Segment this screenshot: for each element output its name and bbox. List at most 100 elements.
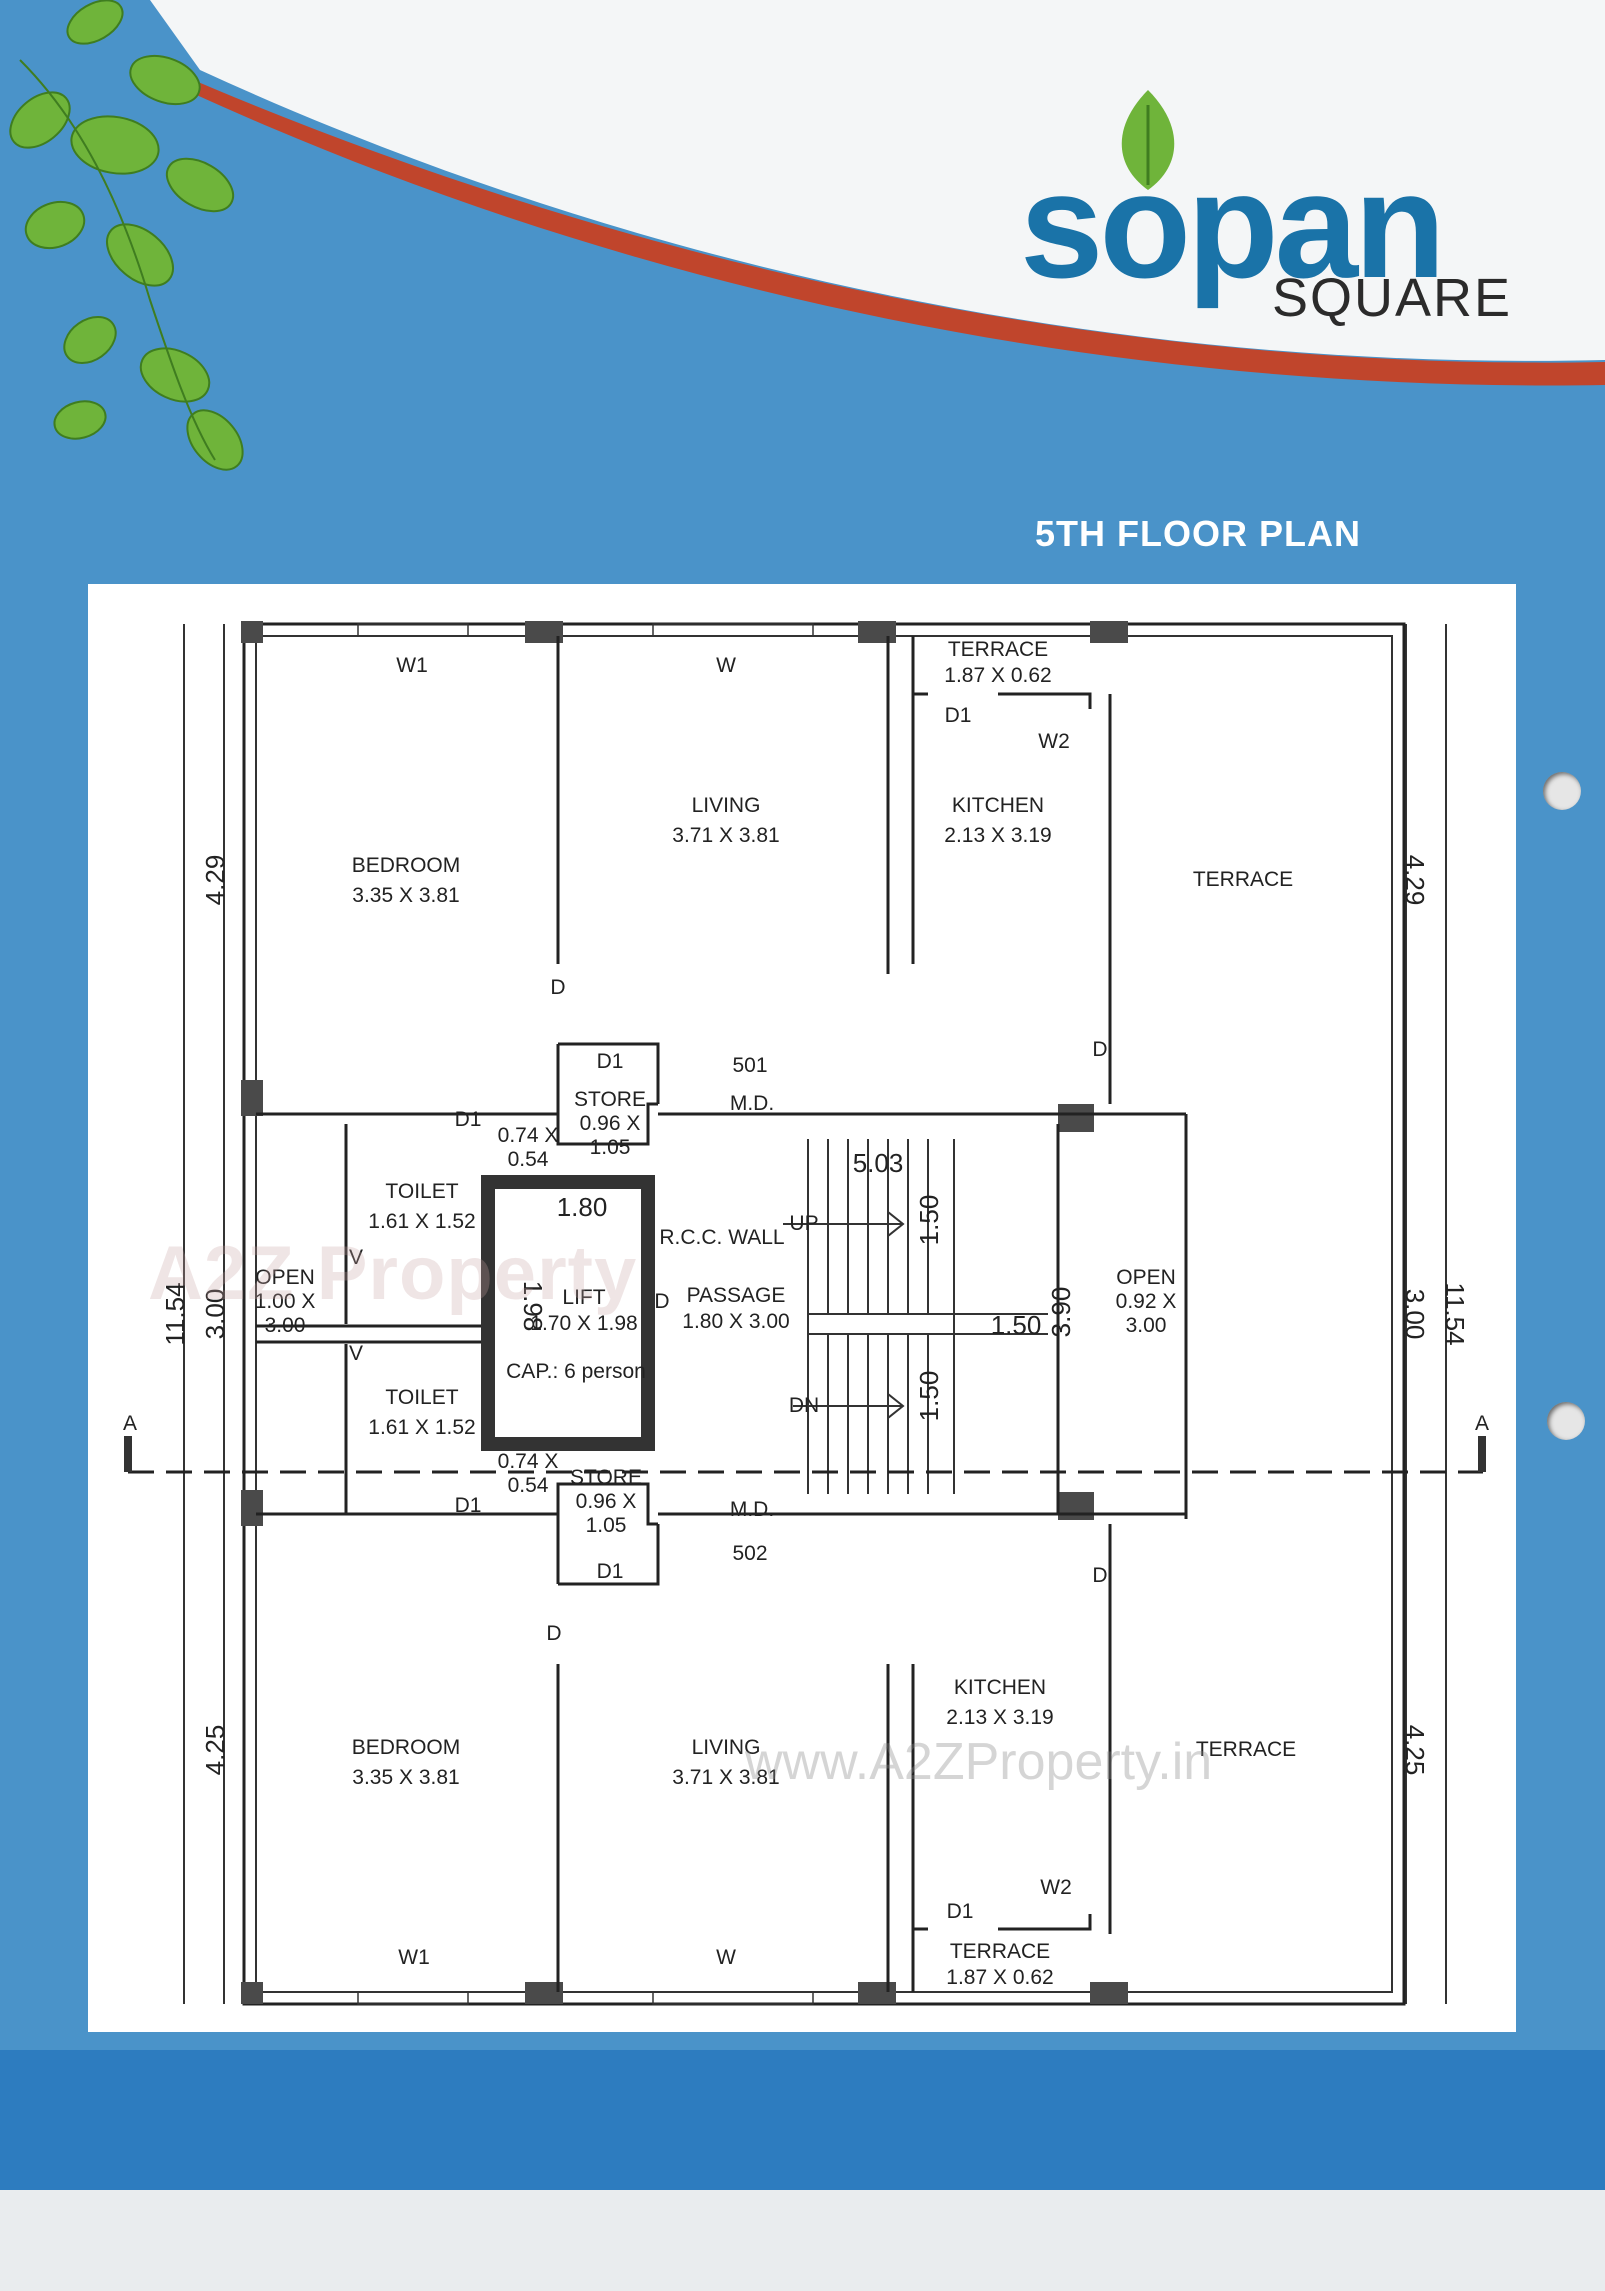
door-d1-kitchen-bottom: D1 [947, 1900, 974, 1923]
dim-left-top: 4.29 [200, 855, 230, 906]
plan-title: 5TH FLOOR PLAN [1035, 513, 1361, 554]
main-door-top-label: M.D. [730, 1092, 774, 1115]
door-d-passage: D [654, 1290, 669, 1313]
watermark-url: www.A2ZProperty.in [745, 1733, 1213, 1791]
room-passage-size: 1.80 X 3.00 [682, 1310, 789, 1333]
room-terrace-bottom-small-name: TERRACE [950, 1940, 1050, 1963]
door-d1-toilet-top: D1 [455, 1108, 482, 1131]
room-open-left-size-a: 1.00 X [255, 1290, 316, 1313]
leaf-logo-icon [1121, 90, 1175, 190]
stair-height-dim: 3.90 [1046, 1287, 1076, 1338]
room-living-top-size: 3.71 X 3.81 [672, 824, 779, 847]
watermark-logo: A2Z Property [148, 1230, 637, 1317]
lift-height-dim: 1.98 [518, 1281, 548, 1332]
dim-left-bottom: 4.25 [200, 1725, 230, 1776]
room-bedroom-top-name: BEDROOM [352, 854, 461, 877]
shaft-top-size-b: 0.54 [508, 1148, 549, 1171]
room-store-top-size-b: 1.05 [590, 1136, 631, 1159]
room-open-right-size-a: 0.92 X [1116, 1290, 1177, 1313]
room-terrace-top-small-size: 1.87 X 0.62 [944, 664, 1051, 687]
room-open-left-name: OPEN [255, 1266, 315, 1289]
brand-subname: SQUARE [1272, 268, 1513, 328]
room-store-bottom-size-b: 1.05 [586, 1514, 627, 1537]
flat-top-number: 501 [732, 1054, 767, 1077]
room-passage-name: PASSAGE [687, 1284, 786, 1307]
stair-flight-a-dim: 1.50 [914, 1195, 944, 1246]
window-w-bottom: W [716, 1946, 736, 1969]
stair-flight-b-dim: 1.50 [914, 1371, 944, 1422]
main-door-bottom-label: M.D. [730, 1498, 774, 1521]
stair-landing-dim: 1.50 [991, 1310, 1042, 1340]
section-marker-right: A [1475, 1412, 1489, 1435]
room-open-right-name: OPEN [1116, 1266, 1176, 1289]
dim-right-overall: 11.54 [1440, 1282, 1470, 1345]
door-d1-kitchen-top: D1 [945, 704, 972, 727]
room-kitchen-bottom-name: KITCHEN [954, 1676, 1046, 1699]
room-kitchen-top-size: 2.13 X 3.19 [944, 824, 1051, 847]
lift-name: LIFT [562, 1286, 605, 1309]
header-white-area [150, 0, 1605, 361]
room-store-top-name: STORE [574, 1088, 646, 1111]
dim-left-middle: 3.00 [200, 1289, 230, 1340]
window-w-top: W [716, 654, 736, 677]
window-w2-top: W2 [1038, 730, 1070, 753]
room-store-top-size-a: 0.96 X [580, 1112, 641, 1135]
door-d1-store-bottom: D1 [597, 1560, 624, 1583]
binder-hole-bottom [1547, 1402, 1585, 1440]
stair-length-dim: 5.03 [853, 1148, 904, 1178]
floor-plan-drawing: BEDROOM 3.35 X 3.81 LIVING 3.71 X 3.81 K… [123, 621, 1489, 2006]
floor-plan-sheet: BEDROOM 3.35 X 3.81 LIVING 3.71 X 3.81 K… [88, 584, 1516, 2032]
lift-capacity: CAP.: 6 person [506, 1360, 646, 1383]
binder-hole-top [1543, 772, 1581, 810]
brand-logo: sopan SQUARE [1020, 90, 1540, 330]
window-w1-bottom: W1 [398, 1946, 430, 1969]
dim-right-middle: 3.00 [1400, 1289, 1430, 1340]
room-living-bottom-name: LIVING [692, 1736, 761, 1759]
shaft-bottom-size-a: 0.74 X [498, 1450, 559, 1473]
room-terrace-top-name: TERRACE [1193, 868, 1293, 891]
door-d1-store-top: D1 [597, 1050, 624, 1073]
room-store-bottom-name: STORE [570, 1466, 642, 1489]
bottom-band [0, 2050, 1605, 2190]
shaft-bottom-size-b: 0.54 [508, 1474, 549, 1497]
vent-v-bottom: V [349, 1342, 363, 1365]
bottom-white [0, 2190, 1605, 2291]
vent-v-top: V [349, 1246, 363, 1269]
leaves-decoration [9, 0, 244, 471]
section-marker-left: A [123, 1412, 137, 1435]
door-d1-toilet-bottom: D1 [455, 1494, 482, 1517]
room-kitchen-top-name: KITCHEN [952, 794, 1044, 817]
door-d-terrace-top: D [1092, 1038, 1107, 1061]
room-bedroom-top-size: 3.35 X 3.81 [352, 884, 459, 907]
watermark-logo-text: A2Z Property [148, 1231, 638, 1316]
room-terrace-top-small-name: TERRACE [948, 638, 1048, 661]
lift-width-dim: 1.80 [557, 1192, 608, 1222]
flat-bottom-number: 502 [732, 1542, 767, 1565]
door-d-bedroom-bottom: D [546, 1622, 561, 1645]
room-living-bottom-size: 3.71 X 3.81 [672, 1766, 779, 1789]
dim-right-top: 4.29 [1400, 855, 1430, 906]
room-store-bottom-size-a: 0.96 X [576, 1490, 637, 1513]
stair-dn-label: DN [789, 1394, 819, 1417]
brand-name: sopan [1020, 141, 1446, 309]
stair-up-label: UP [789, 1212, 818, 1235]
lift-size: 1.70 X 1.98 [530, 1312, 637, 1335]
window-w2-bottom: W2 [1040, 1876, 1072, 1899]
dim-right-bottom: 4.25 [1400, 1725, 1430, 1776]
room-toilet-bottom-name: TOILET [385, 1386, 458, 1409]
room-toilet-bottom-size: 1.61 X 1.52 [368, 1416, 475, 1439]
room-bedroom-bottom-size: 3.35 X 3.81 [352, 1766, 459, 1789]
room-open-right-size-b: 3.00 [1126, 1314, 1167, 1337]
window-w1-top: W1 [396, 654, 428, 677]
room-toilet-top-size: 1.61 X 1.52 [368, 1210, 475, 1233]
room-bedroom-bottom-name: BEDROOM [352, 1736, 461, 1759]
room-toilet-top-name: TOILET [385, 1180, 458, 1203]
rcc-wall-label: R.C.C. WALL [659, 1226, 784, 1249]
shaft-top-size-a: 0.74 X [498, 1124, 559, 1147]
room-terrace-bottom-name: TERRACE [1196, 1738, 1296, 1761]
door-d-terrace-bottom: D [1092, 1564, 1107, 1587]
dim-left-overall: 11.54 [160, 1282, 190, 1345]
room-terrace-bottom-small-size: 1.87 X 0.62 [946, 1966, 1053, 1989]
room-living-top-name: LIVING [692, 794, 761, 817]
room-kitchen-bottom-size: 2.13 X 3.19 [946, 1706, 1053, 1729]
